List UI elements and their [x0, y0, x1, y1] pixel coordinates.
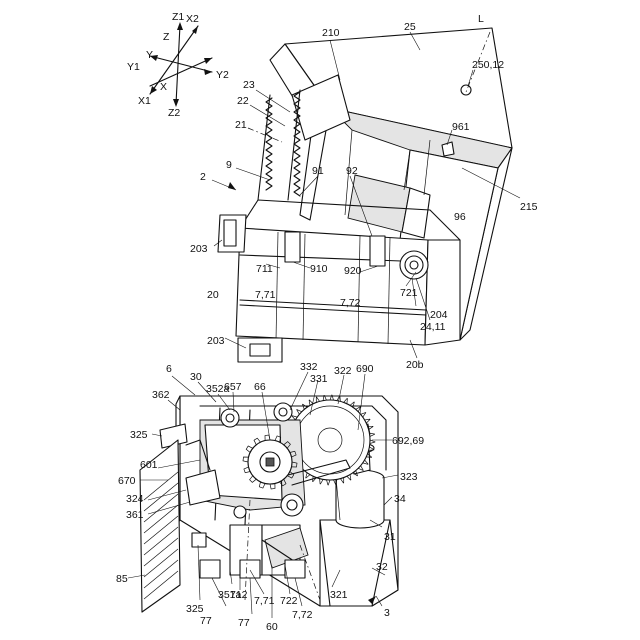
label-92: 92	[346, 165, 358, 177]
label-331: 331	[310, 373, 328, 385]
axis-z2: Z2	[168, 107, 180, 119]
axis-y2: Y2	[216, 69, 229, 81]
axis-x2: X2	[186, 13, 199, 25]
label-77-left: 77	[200, 615, 212, 627]
label-85: 85	[116, 573, 128, 585]
label-3: 3	[384, 607, 390, 619]
axis-indicator	[150, 22, 212, 107]
label-203-lower: 203	[207, 335, 225, 347]
label-31: 31	[384, 531, 396, 543]
label-7-71-upper: 7,71	[255, 289, 276, 301]
label-66: 66	[254, 381, 266, 393]
label-332: 332	[300, 361, 318, 373]
label-657: 657	[224, 381, 242, 393]
label-362: 362	[152, 389, 170, 401]
label-6: 6	[166, 363, 172, 375]
label-32: 32	[376, 561, 388, 573]
label-325-upper: 325	[130, 429, 148, 441]
axis-z: Z	[163, 31, 170, 43]
label-250-12: 250,12	[472, 59, 504, 71]
label-322: 322	[334, 365, 352, 377]
axis-x: X	[160, 81, 167, 93]
axis-y: Y	[146, 49, 153, 61]
label-7-71-lower: 7,71	[254, 595, 275, 607]
label-7-72-lower: 7,72	[292, 609, 313, 621]
label-722: 722	[280, 595, 298, 607]
upper-unit-2	[218, 28, 512, 362]
label-96: 96	[454, 211, 466, 223]
label-690: 690	[356, 363, 374, 375]
axis-x1: X1	[138, 95, 151, 107]
label-L: L	[478, 13, 484, 25]
label-30: 30	[190, 371, 202, 383]
label-23: 23	[243, 79, 255, 91]
label-34: 34	[394, 493, 406, 505]
label-321: 321	[330, 589, 348, 601]
axis-z1: Z1	[172, 11, 184, 23]
label-721: 721	[400, 287, 418, 299]
label-920: 920	[344, 265, 362, 277]
label-20: 20	[207, 289, 219, 301]
label-21: 21	[235, 119, 247, 131]
label-2: 2	[200, 171, 206, 183]
label-961: 961	[452, 121, 470, 133]
label-910: 910	[310, 263, 328, 275]
lower-unit-3	[140, 395, 398, 612]
label-361: 361	[126, 509, 144, 521]
label-323: 323	[400, 471, 418, 483]
label-9: 9	[226, 159, 232, 171]
label-25: 25	[404, 21, 416, 33]
label-203-upper: 203	[190, 243, 208, 255]
label-670: 670	[118, 475, 136, 487]
label-22: 22	[237, 95, 249, 107]
label-215: 215	[520, 201, 538, 213]
label-24-11: 24,11	[420, 321, 446, 333]
axis-y1: Y1	[127, 61, 140, 73]
label-20b: 20b	[406, 359, 424, 371]
label-210: 210	[322, 27, 340, 39]
label-325-lower: 325	[186, 603, 204, 615]
label-7-72-upper: 7,72	[340, 297, 361, 309]
label-692-69: 692,69	[392, 435, 424, 447]
label-91: 91	[312, 165, 324, 177]
label-712: 712	[230, 589, 248, 601]
label-60: 60	[266, 621, 278, 633]
label-324: 324	[126, 493, 144, 505]
label-77-right: 77	[238, 617, 250, 629]
label-204: 204	[430, 309, 448, 321]
label-601: 601	[140, 459, 158, 471]
label-711: 711	[256, 263, 273, 275]
